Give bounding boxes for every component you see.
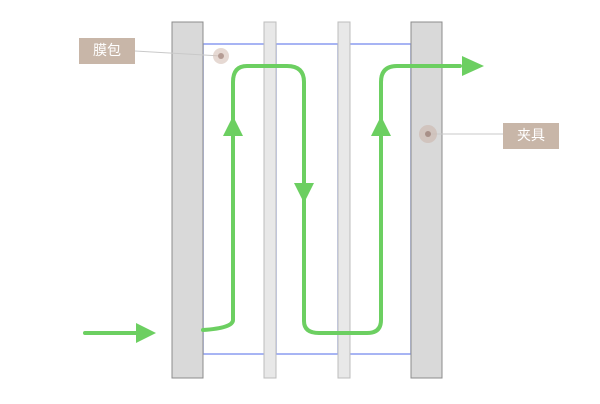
inlet-arrow-icon [136, 323, 156, 343]
right-clamp-plate [410, 21, 443, 379]
outlet-arrow-icon [462, 56, 484, 76]
spacer-plate-2 [337, 21, 351, 379]
spacer-plate-1 [263, 21, 277, 379]
clamp-label: 夹具 [503, 123, 559, 149]
membrane-pack-label: 膜包 [79, 38, 135, 64]
membrane-leader-line [134, 50, 222, 57]
up-arrow-icon [223, 116, 243, 136]
membrane-dot-center [218, 53, 224, 59]
clamp-dot-center [425, 131, 431, 137]
left-clamp-plate [171, 21, 204, 379]
down-arrow-icon [294, 183, 314, 203]
membrane-flow-path [201, 64, 462, 335]
membrane-compartment-2 [275, 43, 339, 355]
up-arrow-icon [371, 116, 391, 136]
